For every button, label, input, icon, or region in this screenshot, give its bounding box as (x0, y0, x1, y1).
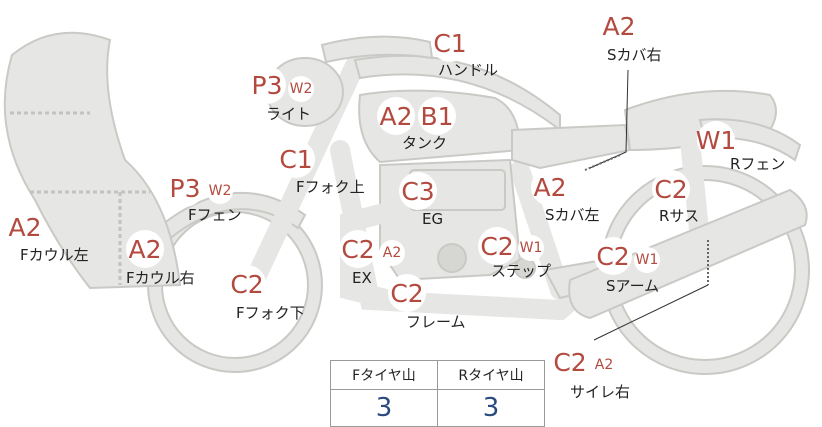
badge-step-sub: W1 (518, 235, 544, 261)
badge-rear-suspension: C2 (652, 170, 690, 208)
badge-tank-1: A2 (377, 97, 415, 135)
badge-exhaust: C2 (339, 230, 377, 268)
label-silencer-right: サイレ右 (570, 383, 631, 401)
badge-engine: C3 (399, 172, 437, 210)
label-side-cover-right: Sカバ右 (607, 46, 662, 64)
engine-cover (437, 243, 467, 273)
badge-exhaust-sub: A2 (379, 240, 405, 266)
label-front-fender: Fフェン (188, 206, 242, 224)
label-side-cover-left: Sカバ左 (545, 206, 600, 224)
badge-side-cover-left: A2 (531, 168, 569, 206)
rear-shock-shape (680, 130, 710, 250)
badge-step: C2 (478, 227, 516, 265)
label-front-cowl-left: Fカウル左 (20, 246, 89, 264)
badge-light: P3 (248, 66, 286, 104)
badge-front-fender: P3 (166, 169, 204, 207)
label-handle: ハンドル (438, 61, 499, 79)
rear-tread-header: Rタイヤ山 (437, 360, 545, 390)
badge-tank-2: B1 (418, 97, 456, 135)
badge-front-fork-upper: C1 (277, 140, 315, 178)
badge-frame: C2 (388, 274, 426, 312)
label-tank: タンク (402, 134, 448, 152)
label-front-fork-upper: Fフォク上 (296, 178, 365, 196)
front-tread-value: 3 (330, 389, 438, 427)
badge-front-cowl-right: A2 (126, 230, 164, 268)
badge-side-cover-right: A2 (600, 7, 638, 45)
front-cowl-shape (3, 31, 182, 290)
label-front-fork-lower: Fフォク下 (236, 304, 305, 322)
label-exhaust: EX (352, 269, 372, 287)
label-front-cowl-right: Fカウル右 (126, 269, 195, 287)
silencer-shape (568, 188, 808, 320)
rear-tread-value: 3 (437, 389, 545, 427)
badge-front-fork-lower: C2 (228, 265, 266, 303)
badge-swing-arm: C2 (594, 237, 632, 275)
label-step: ステップ (491, 262, 552, 280)
badge-handle: C1 (431, 24, 469, 62)
side-cover-shape (511, 123, 632, 170)
leader-side-cover-right (589, 69, 629, 169)
label-engine: EG (422, 210, 444, 228)
label-swing-arm: Sアーム (606, 277, 660, 295)
badge-light-sub: W2 (288, 76, 314, 102)
label-rear-fender: Rフェン (730, 155, 786, 173)
badge-silencer-right: C2 (551, 343, 589, 381)
leader-silencer (593, 284, 709, 341)
badge-rear-fender: W1 (696, 121, 736, 159)
label-light: ライト (266, 105, 312, 123)
tire-tread-table: Fタイヤ山 Rタイヤ山 3 3 (330, 360, 545, 427)
badge-front-fender-sub: W2 (207, 178, 233, 204)
handlebar-shape (320, 35, 434, 64)
front-fender-shape (156, 191, 307, 242)
front-tread-header: Fタイヤ山 (330, 360, 438, 390)
label-rear-suspension: Rサス (659, 207, 700, 225)
label-frame: フレーム (406, 313, 466, 331)
badge-swing-arm-sub: W1 (634, 247, 660, 273)
badge-silencer-right-sub: A2 (591, 352, 617, 378)
badge-front-cowl-left: A2 (6, 208, 44, 246)
